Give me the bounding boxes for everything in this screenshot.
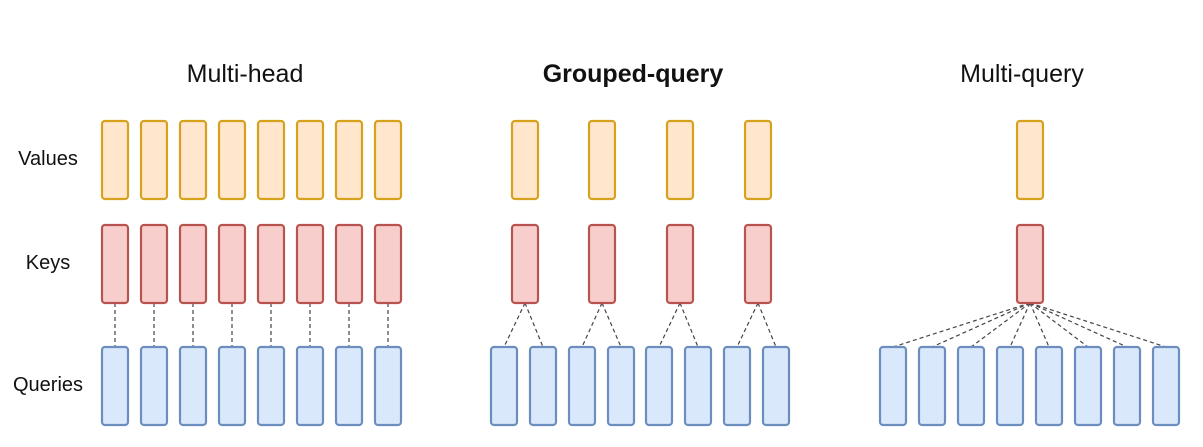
query-head	[995, 345, 1025, 427]
value-head	[100, 119, 130, 201]
multi-head-title: Multi-head	[187, 60, 304, 88]
connector-line	[658, 302, 681, 348]
value-head	[334, 119, 364, 201]
value-head	[139, 119, 169, 201]
query-head	[606, 345, 636, 427]
connector-line	[892, 302, 1031, 348]
value-head	[373, 119, 403, 201]
query-head	[761, 345, 791, 427]
query-head	[100, 345, 130, 427]
query-head	[256, 345, 286, 427]
query-head	[1073, 345, 1103, 427]
query-head	[722, 345, 752, 427]
value-head	[178, 119, 208, 201]
value-head	[665, 119, 695, 201]
value-head	[510, 119, 540, 201]
query-head	[528, 345, 558, 427]
connector-line	[581, 302, 603, 348]
queries-row-label: Queries	[13, 374, 83, 396]
query-head	[489, 345, 519, 427]
query-head	[139, 345, 169, 427]
connector-line	[931, 302, 1031, 348]
value-head	[743, 119, 773, 201]
query-head	[334, 345, 364, 427]
key-head	[510, 223, 540, 305]
connector-line	[1029, 302, 1128, 348]
connector-line	[679, 302, 699, 348]
query-head	[1112, 345, 1142, 427]
connector-line	[757, 302, 777, 348]
connector-line	[1029, 302, 1089, 348]
connector-line	[601, 302, 622, 348]
key-head	[334, 223, 364, 305]
key-head	[217, 223, 247, 305]
grouped-query-title: Grouped-query	[543, 60, 724, 88]
key-head	[373, 223, 403, 305]
query-head	[683, 345, 713, 427]
value-head	[295, 119, 325, 201]
key-head	[295, 223, 325, 305]
connector-lines	[114, 302, 1167, 348]
connector-line	[1029, 302, 1050, 348]
query-head	[1034, 345, 1064, 427]
connector-line	[970, 302, 1031, 348]
query-head	[917, 345, 947, 427]
query-head	[178, 345, 208, 427]
key-head	[100, 223, 130, 305]
key-head	[139, 223, 169, 305]
value-head	[256, 119, 286, 201]
query-head	[878, 345, 908, 427]
connector-line	[1009, 302, 1031, 348]
connector-line	[524, 302, 544, 348]
key-head	[256, 223, 286, 305]
key-head	[743, 223, 773, 305]
connector-line	[1029, 302, 1167, 348]
connector-line	[736, 302, 759, 348]
value-head	[217, 119, 247, 201]
query-head	[956, 345, 986, 427]
key-head	[665, 223, 695, 305]
keys-row-label: Keys	[26, 252, 70, 274]
value-head	[587, 119, 617, 201]
values-row-label: Values	[18, 148, 78, 170]
key-head	[178, 223, 208, 305]
multi-query-title: Multi-query	[960, 60, 1084, 88]
key-head	[1015, 223, 1045, 305]
head-boxes	[100, 119, 1181, 427]
connector-line	[503, 302, 526, 348]
query-head	[373, 345, 403, 427]
query-head	[295, 345, 325, 427]
query-head	[217, 345, 247, 427]
query-head	[1151, 345, 1181, 427]
value-head	[1015, 119, 1045, 201]
key-head	[587, 223, 617, 305]
query-head	[644, 345, 674, 427]
query-head	[567, 345, 597, 427]
